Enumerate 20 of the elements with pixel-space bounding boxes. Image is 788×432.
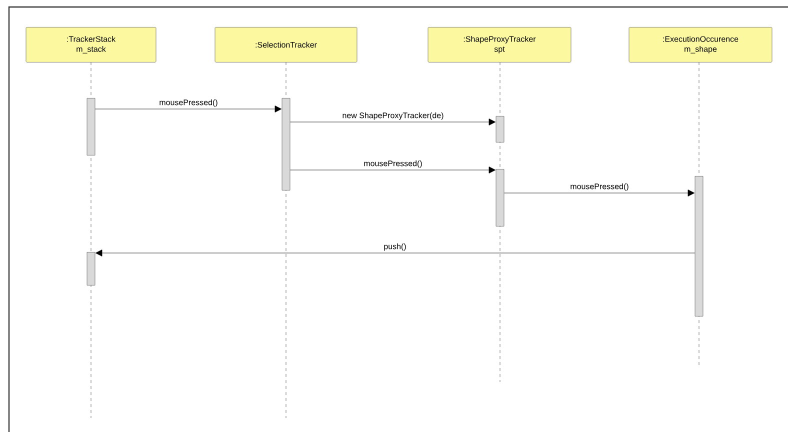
message-label: push()	[384, 243, 406, 251]
activation-bar	[496, 116, 504, 142]
message-arrow	[95, 250, 695, 256]
message-label: mousePressed()	[160, 99, 218, 107]
message-label: new ShapeProxyTracker(de)	[342, 112, 444, 120]
lifeline-header: :ExecutionOccurence m_shape	[628, 27, 772, 62]
activation-bar	[496, 169, 504, 226]
message-arrow	[290, 118, 496, 126]
activation-bar	[86, 98, 96, 156]
lifeline-header: :ShapeProxyTracker spt	[428, 27, 572, 62]
message-arrow	[504, 190, 695, 196]
activation-bar	[282, 98, 290, 190]
message-arrow	[95, 106, 282, 112]
message-arrow	[290, 166, 496, 174]
lifeline-header: :TrackerStack m_stack	[26, 27, 156, 62]
message-label: mousePressed()	[364, 160, 422, 168]
message-label: mousePressed()	[570, 183, 628, 191]
activation-bar	[694, 176, 704, 316]
lifeline-header: :SelectionTracker	[214, 27, 358, 62]
activation-bar	[86, 252, 96, 286]
